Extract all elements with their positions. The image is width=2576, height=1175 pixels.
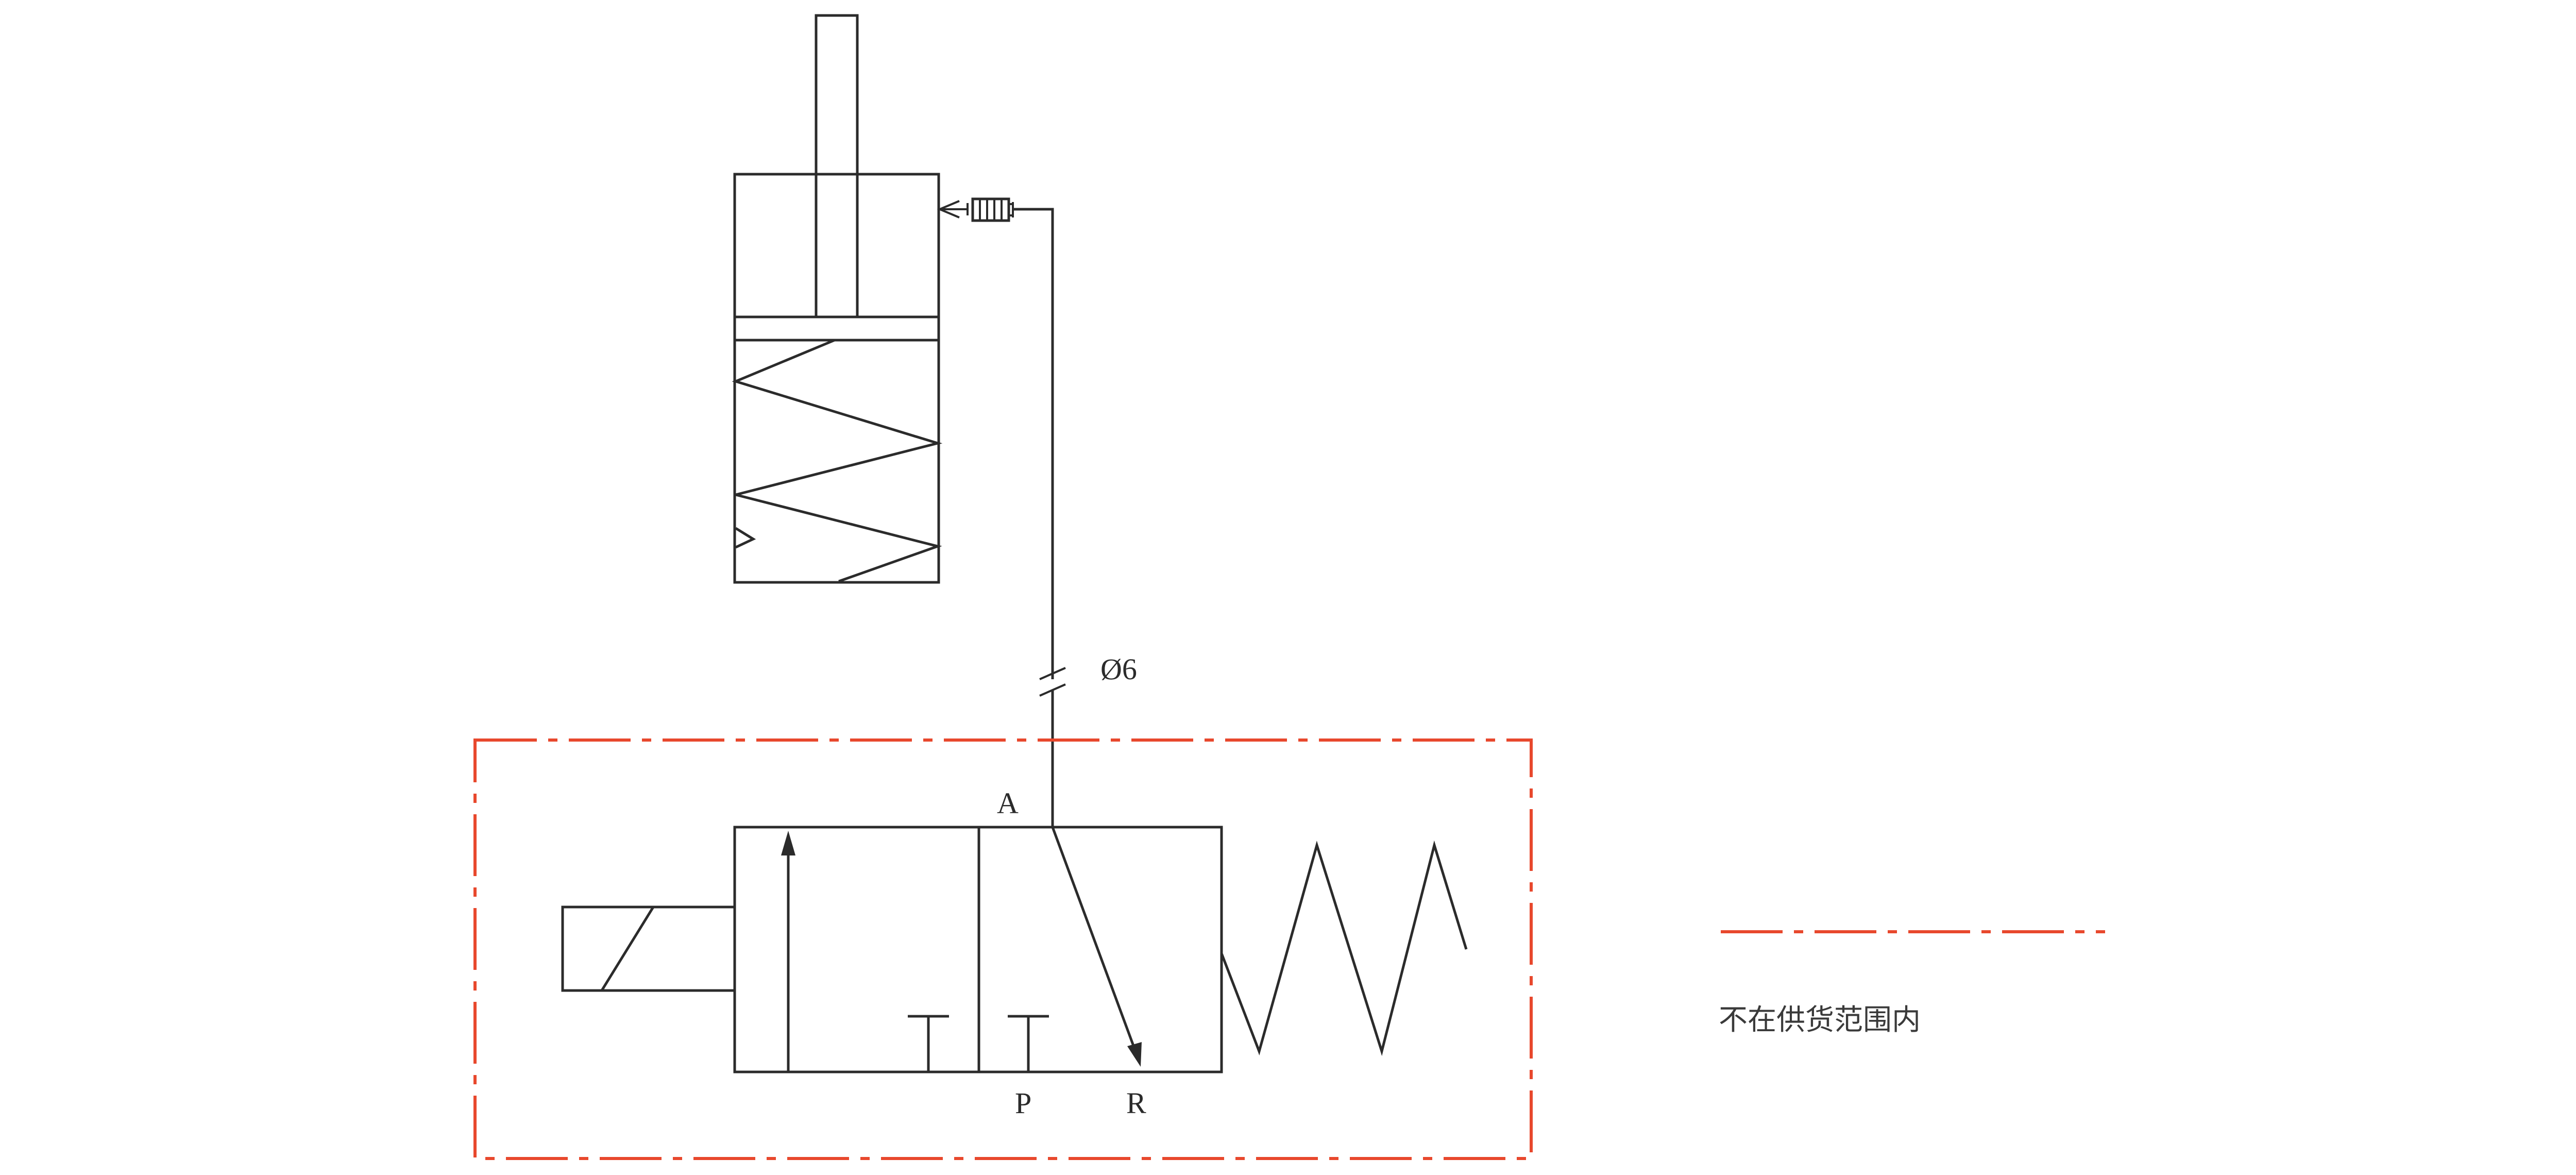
air-tube-line <box>1013 208 1054 670</box>
solenoid-coil-diagonal <box>600 906 655 992</box>
solenoid-actuator <box>561 905 736 992</box>
spring-end-hook <box>735 527 756 549</box>
cylinder-return-spring <box>732 339 943 583</box>
legend-label: 不在供货范围内 <box>1719 1003 1921 1037</box>
fitting-nut <box>971 197 1010 222</box>
tube-break-mark <box>1039 683 1066 697</box>
arrow-head-up-icon <box>781 831 795 855</box>
legend: 不在供货范围内 <box>1719 930 2105 1037</box>
port-a-label: A <box>997 786 1019 820</box>
tube-diameter-label: Ø6 <box>1100 652 1137 686</box>
scope-boundary <box>473 738 1533 1160</box>
arrow-head-down-icon <box>1127 1042 1142 1067</box>
flow-arrow-a-to-r <box>1051 827 1137 1052</box>
single-acting-cylinder <box>732 14 943 584</box>
port-r-label: R <box>1126 1086 1146 1120</box>
port-p-label: P <box>1015 1086 1031 1120</box>
piston-rod <box>815 14 859 318</box>
solenoid-valve: A P R <box>561 786 1468 1120</box>
valve-return-spring <box>1220 840 1468 1056</box>
push-in-fitting <box>937 197 1014 222</box>
cylinder-body <box>733 173 940 584</box>
air-tube: Ø6 <box>1013 208 1137 827</box>
